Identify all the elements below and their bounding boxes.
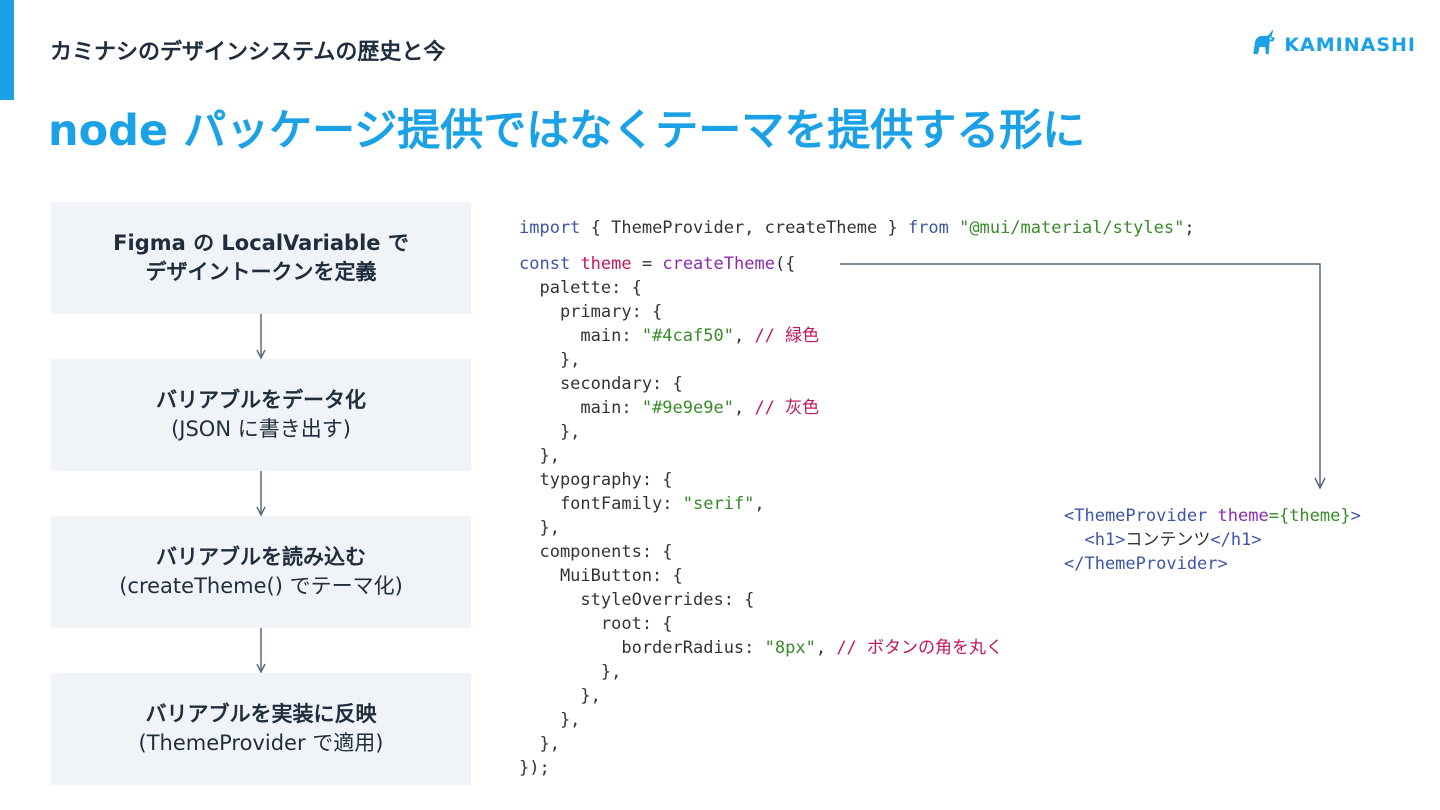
flow-step-1-line2: デザイントークンを定義 [145,260,377,284]
flow-arrow-2 [256,471,266,517]
flow-step-4-line1: バリアブルを実装に反映 [145,702,377,726]
flow-step-2-line2: (JSON に書き出す) [171,417,351,441]
flow-step-2: バリアブルをデータ化 (JSON に書き出す) [51,359,471,471]
page-title: node パッケージ提供ではなくテーマを提供する形に [48,106,1086,156]
code-theme-block: const theme = createTheme({ palette: { p… [519,254,1004,778]
kaminashi-logo: KAMINASHI [1246,24,1416,66]
logo-text: KAMINASHI [1284,34,1416,56]
flow-step-3-line1: バリアブルを読み込む [156,545,366,569]
code-import-line: import { ThemeProvider, createTheme } fr… [519,218,1195,238]
code-jsx-snippet: <ThemeProvider theme={theme}> <h1>コンテンツ<… [1064,506,1361,574]
flow-arrow-1 [256,314,266,360]
flow-step-3-line2: (createTheme() でテーマ化) [119,574,403,598]
flow-step-1: Figma の LocalVariable で デザイントークンを定義 [51,202,471,314]
accent-bar [0,0,14,100]
section-title: カミナシのデザインシステムの歴史と今 [50,40,446,65]
flow-step-4-line2: (ThemeProvider で適用) [138,731,384,755]
goat-logo-icon [1253,29,1276,55]
flow-step-1-line1: Figma の LocalVariable で [113,231,409,255]
flow-step-2-line1: バリアブルをデータ化 [156,388,366,412]
flow-step-3: バリアブルを読み込む (createTheme() でテーマ化) [51,516,471,628]
flow-step-4: バリアブルを実装に反映 (ThemeProvider で適用) [51,673,471,785]
flow-arrow-3 [256,628,266,674]
